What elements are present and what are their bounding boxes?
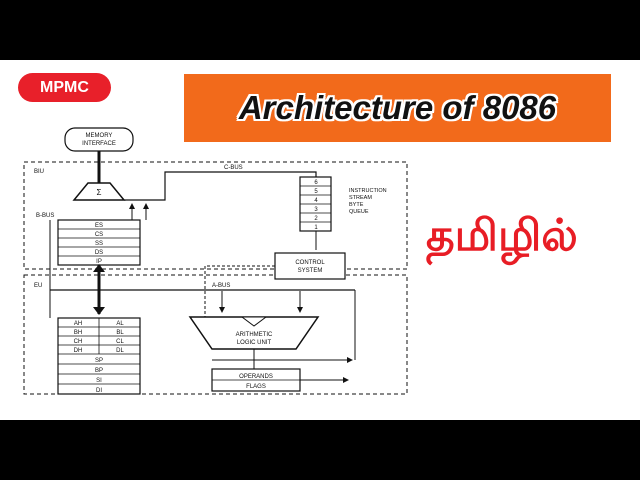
c-bus-line [124,171,317,201]
architecture-diagram: MEMORY INTERFACE BIU EU Σ C-BUS B-BUS ES… [23,127,408,395]
queue-slot-6: 6 [314,180,318,186]
register-cl: CL [116,339,124,345]
control-system-line1: CONTROL [295,260,325,266]
memory-interface-box [64,127,134,152]
memory-interface-line2: INTERFACE [82,141,116,147]
queue-label-2: STREAM [349,195,372,201]
queue-slot-3: 3 [314,207,318,213]
register-ah: AH [74,321,82,327]
slide: MPMC Architecture of 8086 தமிழில் MEMORY… [0,60,640,420]
queue-slot-2: 2 [314,216,318,222]
register-bp: BP [95,368,103,374]
register-ip: IP [96,259,102,265]
register-si: SI [96,378,102,384]
register-ch: CH [74,339,83,345]
biu-boundary [23,161,408,270]
queue-label-4: QUEUE [349,209,369,215]
register-es: ES [95,223,103,229]
title-text: Architecture of 8086 [238,89,557,126]
register-bl: BL [116,330,124,336]
register-di: DI [96,388,102,394]
register-ds: DS [95,250,103,256]
control-system-box [274,252,346,280]
queue-label-1: INSTRUCTION [349,188,387,194]
c-bus-label: C-BUS [224,165,243,171]
biu-label: BIU [34,169,44,175]
register-dl: DL [116,348,124,354]
queue-label-3: BYTE [349,202,364,208]
register-cs: CS [95,232,103,238]
register-bh: BH [74,330,82,336]
a-bus-label: A-BUS [212,283,230,289]
register-ss: SS [95,241,103,247]
title-banner: Architecture of 8086 [184,74,611,142]
register-al: AL [116,321,124,327]
control-system-line2: SYSTEM [298,268,323,274]
alu-shape [188,316,320,350]
mpmc-badge: MPMC [18,73,111,102]
segment-register-block [57,219,141,266]
register-dh: DH [74,348,83,354]
alu-label-2: LOGIC UNIT [237,340,272,346]
b-bus-label: B-BUS [36,213,54,219]
memory-interface-line1: MEMORY [86,133,113,139]
control-signal-line [204,265,275,317]
operands-label: OPERANDS [239,374,273,380]
queue-slot-5: 5 [314,189,318,195]
adder-sigma: Σ [97,188,102,197]
flags-label: FLAGS [246,384,266,390]
register-sp: SP [95,358,103,364]
tamil-caption: தமிழில் [426,210,578,261]
queue-slot-4: 4 [314,198,318,204]
eu-boundary [23,274,408,395]
queue-slot-1: 1 [314,225,318,231]
eu-label: EU [34,283,42,289]
alu-label-1: ARITHMETIC [236,332,273,338]
